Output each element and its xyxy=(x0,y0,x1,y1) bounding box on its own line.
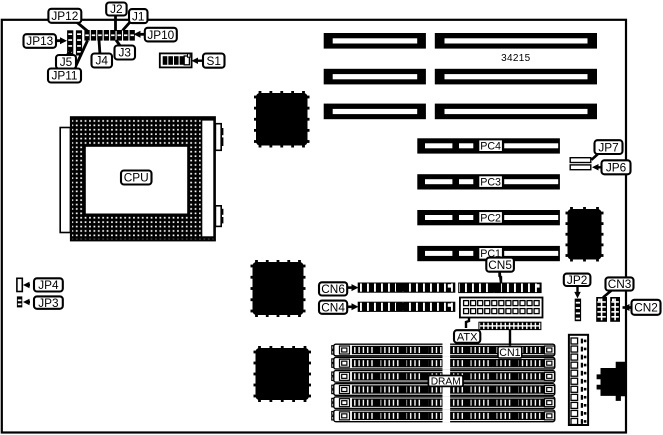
svg-text:CN5: CN5 xyxy=(488,258,512,272)
svg-text:DRAM: DRAM xyxy=(431,377,461,388)
svg-text:PC4: PC4 xyxy=(480,141,501,153)
svg-text:PC3: PC3 xyxy=(480,177,501,189)
svg-text:JP6: JP6 xyxy=(606,160,627,174)
svg-text:CN2: CN2 xyxy=(634,300,658,314)
svg-text:J3: J3 xyxy=(119,46,132,60)
svg-text:CN3: CN3 xyxy=(608,277,632,291)
svg-text:CN1: CN1 xyxy=(499,347,520,359)
svg-text:J1: J1 xyxy=(132,9,144,23)
svg-text:PC2: PC2 xyxy=(480,212,501,224)
svg-text:JP12: JP12 xyxy=(51,9,78,23)
svg-text:J4: J4 xyxy=(96,54,109,68)
svg-text:S1: S1 xyxy=(207,54,221,68)
svg-text:CN6: CN6 xyxy=(321,282,345,296)
svg-text:JP4: JP4 xyxy=(38,278,59,292)
svg-text:CN4: CN4 xyxy=(321,300,345,314)
svg-text:JP7: JP7 xyxy=(598,140,618,154)
svg-text:34215: 34215 xyxy=(501,53,530,64)
svg-text:JP11: JP11 xyxy=(51,69,77,83)
svg-text:J2: J2 xyxy=(110,2,122,16)
svg-text:CPU: CPU xyxy=(124,171,149,185)
svg-text:JP3: JP3 xyxy=(38,296,59,310)
svg-text:J5: J5 xyxy=(60,55,73,69)
svg-text:JP2: JP2 xyxy=(567,273,587,287)
svg-text:ATX: ATX xyxy=(457,331,478,343)
svg-text:JP10: JP10 xyxy=(147,28,174,42)
svg-text:JP13: JP13 xyxy=(26,34,53,48)
